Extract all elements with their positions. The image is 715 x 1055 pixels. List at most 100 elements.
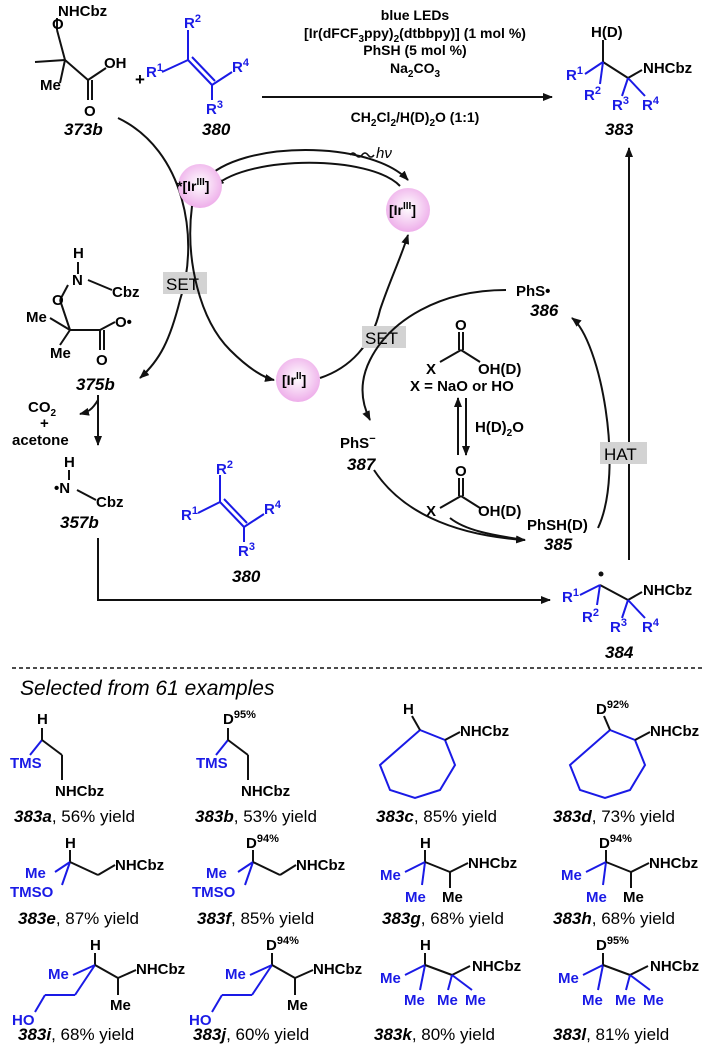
examples-header: Selected from 61 examples xyxy=(20,677,275,700)
carbonate-upper xyxy=(439,332,481,363)
acid-o-label: O xyxy=(52,16,64,33)
example-383l: 383l, 81% yield xyxy=(553,1025,669,1044)
condition-line1: blue LEDs xyxy=(381,7,450,23)
carbonate-upper-x: X xyxy=(426,361,436,378)
383h-nhcbz: NHCbz xyxy=(649,855,698,872)
375b-me2: Me xyxy=(50,345,71,362)
compound-id-380-top: 380 xyxy=(202,120,231,139)
example-383h: 383h, 68% yield xyxy=(553,909,675,928)
compound-id-386: 386 xyxy=(530,301,559,320)
set-label-right: SET xyxy=(365,329,398,348)
arrow-carbonate-to-phsh xyxy=(449,517,526,541)
set-label-left: SET xyxy=(166,275,199,294)
co2-label: CO2 xyxy=(28,399,57,419)
383g-nhcbz: NHCbz xyxy=(468,855,517,872)
product-hd: H(D) xyxy=(591,24,623,41)
ir3-star-label: *[IrIII] xyxy=(177,177,209,194)
383i-me: Me xyxy=(48,966,69,983)
383b-d: D95% xyxy=(223,709,256,728)
383j-me2: Me xyxy=(287,997,308,1014)
example-383f: 383f, 85% yield xyxy=(197,909,314,928)
383g-h: H xyxy=(420,835,431,852)
383j-d: D94% xyxy=(266,935,299,954)
383g-me2: Me xyxy=(405,889,426,906)
383k-me1: Me xyxy=(380,970,401,987)
arrow-phs-radical-to-phs-anion xyxy=(361,289,507,421)
acetone-label: acetone xyxy=(12,432,69,449)
383k-me2: Me xyxy=(404,992,425,1009)
wavy-hv xyxy=(349,152,375,158)
radical-375b xyxy=(49,262,116,350)
383h-me1: Me xyxy=(561,867,582,884)
structure-383h xyxy=(585,850,650,888)
acid-carbonyl-o: O xyxy=(84,103,96,120)
hv-label: hν xyxy=(376,145,392,162)
384-r4: R4 xyxy=(642,617,660,636)
compound-id-384: 384 xyxy=(605,643,634,662)
example-383i: 383i, 68% yield xyxy=(18,1025,134,1044)
383l-me3: Me xyxy=(615,992,636,1009)
compound-id-373b: 373b xyxy=(64,120,103,139)
compound-id-380-mid: 380 xyxy=(232,567,261,586)
383e-me: Me xyxy=(25,865,46,882)
mid-alkene-r1: R1 xyxy=(181,505,198,524)
383i-ho: HO xyxy=(12,1012,35,1029)
product-r3: R3 xyxy=(612,95,629,114)
carbonate-lower-oh: OH(D) xyxy=(478,503,521,520)
384-nhcbz: NHCbz xyxy=(643,582,692,599)
ir2-bubble xyxy=(276,358,320,402)
arrow-phs-anion-to-phsh xyxy=(373,469,526,544)
383h-me2: Me xyxy=(586,889,607,906)
radical-384 xyxy=(579,584,646,619)
phs-anion: PhS− xyxy=(340,433,376,452)
product-nhcbz: NHCbz xyxy=(643,60,692,77)
375b-me: Me xyxy=(26,309,47,326)
ir3-label: [IrIII] xyxy=(389,201,416,218)
alkene-380-mid xyxy=(197,475,265,542)
hat-box xyxy=(600,442,647,464)
hat-label: HAT xyxy=(604,445,637,464)
carbonate-lower xyxy=(439,478,481,509)
arrow-ir3star-to-ir2 xyxy=(189,205,275,382)
product-383 xyxy=(584,40,646,97)
example-383j: 383j, 60% yield xyxy=(193,1025,309,1044)
condition-line4: Na2CO3 xyxy=(390,60,440,80)
example-383c: 383c, 85% yield xyxy=(376,807,497,826)
ring-383c xyxy=(378,728,457,800)
example-383e: 383e, 87% yield xyxy=(18,909,139,928)
383g-me1: Me xyxy=(380,867,401,884)
set-box-right xyxy=(362,326,406,348)
product-r4: R4 xyxy=(642,95,660,114)
383i-h: H xyxy=(90,937,101,954)
example-383g: 383g, 68% yield xyxy=(382,909,504,928)
condition-line3: PhSH (5 mol %) xyxy=(363,42,466,58)
383a-tms: TMS xyxy=(10,755,42,772)
ir3-bubble xyxy=(386,188,430,232)
357b-h: H xyxy=(64,454,75,471)
acid-me-label: Me xyxy=(40,77,61,94)
383h-me3: Me xyxy=(623,889,644,906)
ir3-star-bubble xyxy=(178,164,222,208)
384-r3: R3 xyxy=(610,617,627,636)
ring-383d xyxy=(568,728,647,800)
acid-oh-label: OH xyxy=(104,55,127,72)
383j-nhcbz: NHCbz xyxy=(313,961,362,978)
carbonate-upper-o: O xyxy=(455,317,467,334)
compound-id-385: 385 xyxy=(544,535,573,554)
carbonate-x-def: X = NaO or HO xyxy=(410,378,514,395)
383k-nhcbz: NHCbz xyxy=(472,958,521,975)
structure-383i xyxy=(34,953,137,1013)
example-383k: 383k, 80% yield xyxy=(374,1025,495,1044)
383d-nhcbz: NHCbz xyxy=(650,723,699,740)
357b-n: •N xyxy=(54,480,70,497)
alkene-r3: R3 xyxy=(206,99,223,118)
357b-cbz: Cbz xyxy=(96,494,124,511)
383l-nhcbz: NHCbz xyxy=(650,958,699,975)
structure-383a xyxy=(29,728,63,780)
mid-alkene-r4: R4 xyxy=(264,499,282,518)
383g-me3: Me xyxy=(442,889,463,906)
383f-me: Me xyxy=(206,865,227,882)
383b-nhcbz: NHCbz xyxy=(241,783,290,800)
375b-o: O xyxy=(52,292,64,309)
arrow-ir3star-to-ir3 xyxy=(204,149,409,181)
